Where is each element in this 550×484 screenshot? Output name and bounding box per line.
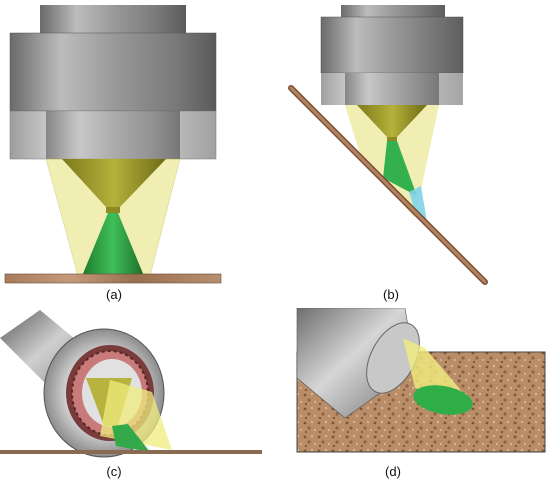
substrate-surface [4,273,222,284]
green-jet [112,424,150,452]
panel-d-drawing [296,308,546,453]
panel-label-c: (c) [106,464,122,479]
panel-c: (c) [0,308,275,484]
substrate-surface [0,450,262,454]
panel-label-a: (a) [106,287,122,302]
nozzle-main-body [320,16,464,74]
panel-a-drawing [4,5,222,284]
nozzle-top-tube [341,5,445,17]
green-jet [383,141,417,196]
reflected-jet [409,186,427,222]
panel-b: (b) [275,0,550,306]
panel-label-b: (b) [383,287,399,302]
panel-label-d: (d) [385,464,401,479]
panel-b-drawing [288,5,488,285]
nozzle-top-tube [40,5,186,35]
inner-nozzle-cone [62,159,166,207]
panel-a: (a) [0,0,275,302]
panel-d: (d) [275,308,550,484]
panel-c-drawing [0,310,262,458]
green-jet [82,213,144,276]
outer-spray-cone [403,338,471,402]
inner-nozzle-cone [357,105,427,137]
green-jet [413,385,473,415]
nozzle-main-body [9,32,217,112]
